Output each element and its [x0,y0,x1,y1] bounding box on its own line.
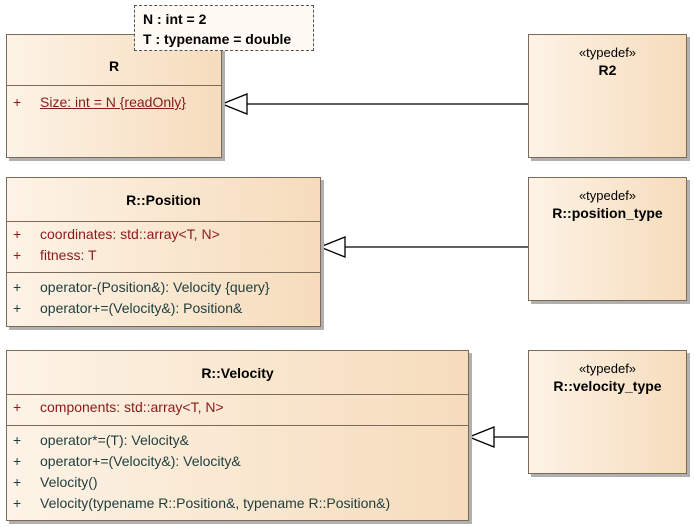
class-r-attributes: + Size: int = N {readOnly} [7,86,221,113]
operation-row: + Velocity() [7,472,468,493]
operation-text: operator-(Position&): Velocity {query} [40,279,270,295]
operation-text: operator+=(Velocity&): Position& [40,300,243,316]
class-position-operations: + operator-(Position&): Velocity {query}… [7,273,320,319]
class-velocity[interactable]: R::Velocity + components: std::array<T, … [6,350,469,521]
visibility-marker: + [13,247,22,263]
typedef-stereotype: «typedef» [578,361,637,376]
class-position-attributes: + coordinates: std::array<T, N> + fitnes… [7,222,320,273]
class-velocity-attributes: + components: std::array<T, N> [7,395,468,426]
operation-text: Velocity() [40,474,98,490]
typedef-r2[interactable]: «typedef» R2 [528,34,687,158]
class-velocity-name: R::Velocity [7,351,468,395]
operation-row: + operator+=(Velocity&): Position& [7,298,320,319]
visibility-marker: + [13,432,22,448]
visibility-marker: + [13,226,22,242]
attribute-row: + Size: int = N {readOnly} [7,92,221,113]
typedef-name: R::position_type [552,205,663,221]
operation-row: + operator*=(T): Velocity& [7,430,468,451]
generalization-r2-to-r [220,93,528,115]
visibility-marker: + [13,474,22,490]
typedef-name: R2 [598,62,617,78]
attribute-text: coordinates: std::array<T, N> [40,226,220,242]
class-velocity-operations: + operator*=(T): Velocity& + operator+=(… [7,426,468,514]
typedef-name: R::velocity_type [553,378,662,394]
typedef-position-type[interactable]: «typedef» R::position_type [528,177,687,301]
operation-text: operator+=(Velocity&): Velocity& [40,453,241,469]
class-position[interactable]: R::Position + coordinates: std::array<T,… [6,177,321,327]
visibility-marker: + [13,279,22,295]
attribute-text: fitness: T [40,247,97,263]
generalization-position-type-to-position [318,236,528,258]
template-param-t: T : typename = double [143,31,292,47]
attribute-text: components: std::array<T, N> [40,399,224,415]
typedef-velocity-type[interactable]: «typedef» R::velocity_type [528,350,687,474]
operation-row: + Velocity(typename R::Position&, typena… [7,493,468,514]
class-position-name: R::Position [7,178,320,222]
operation-text: Velocity(typename R::Position&, typename… [40,495,391,511]
visibility-marker: + [13,300,22,316]
visibility-marker: + [13,94,22,110]
generalization-velocity-type-to-velocity [467,426,528,448]
visibility-marker: + [13,399,22,415]
template-parameters: N : int = 2 T : typename = double [134,5,314,51]
attribute-text: Size: int = N {readOnly} [40,94,186,110]
class-r[interactable]: R + Size: int = N {readOnly} [6,34,222,158]
template-param-n: N : int = 2 [143,11,207,27]
operation-row: + operator-(Position&): Velocity {query} [7,277,320,298]
operation-row: + operator+=(Velocity&): Velocity& [7,451,468,472]
typedef-stereotype: «typedef» [578,188,637,203]
attribute-row: + fitness: T [7,245,320,266]
attribute-row: + coordinates: std::array<T, N> [7,224,320,245]
typedef-stereotype: «typedef» [578,45,637,60]
visibility-marker: + [13,453,22,469]
operation-text: operator*=(T): Velocity& [40,432,190,448]
attribute-row: + components: std::array<T, N> [7,397,468,418]
class-r-name: R [7,35,221,86]
visibility-marker: + [13,495,22,511]
